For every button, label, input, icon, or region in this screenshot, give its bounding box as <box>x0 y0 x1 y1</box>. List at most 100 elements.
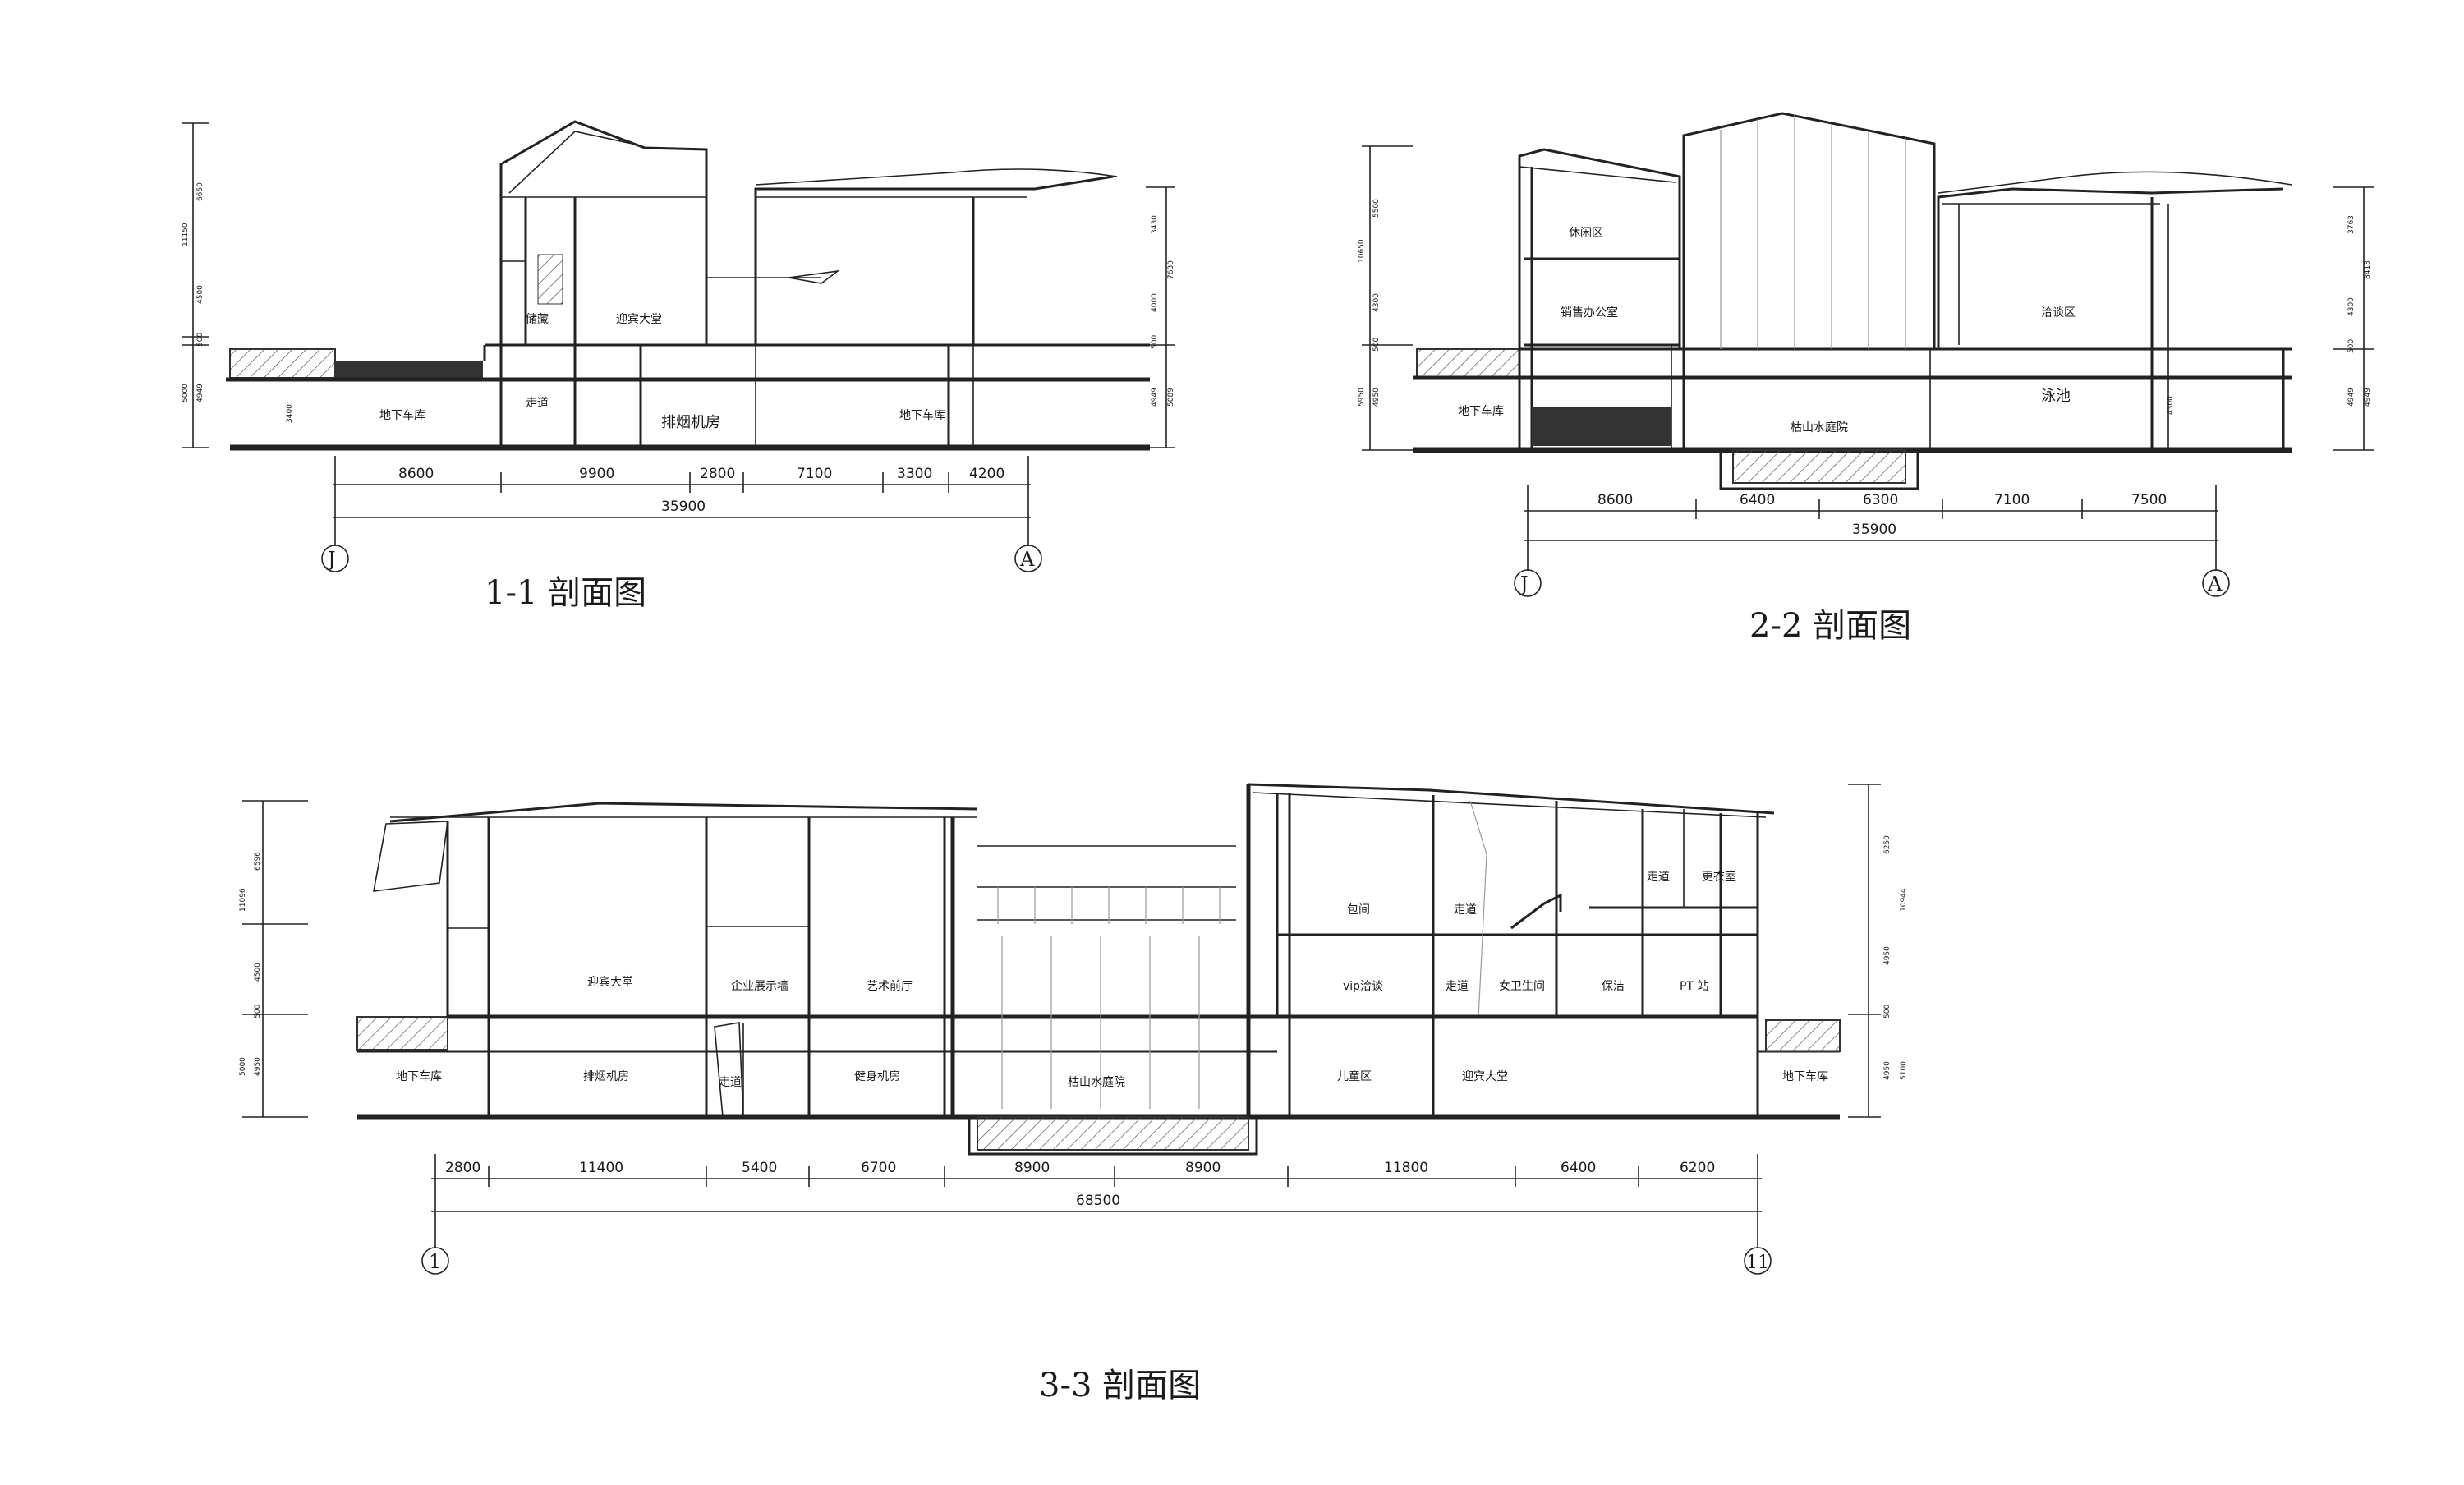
level-text: 5000 <box>182 384 190 402</box>
level-text: 500 <box>254 1005 262 1018</box>
dim-text: 9900 <box>579 466 614 482</box>
section-title: 2-2 剖面图 <box>1749 607 1911 645</box>
section-1-1: 11150 6650 4500 500 5000 4949 3400 <box>182 120 1175 612</box>
level-marks-right-1: 3430 7630 4000 500 4949 5089 <box>1146 186 1175 448</box>
section-3-3: 11096 6596 4500 500 5000 4950 <box>239 783 1908 1405</box>
dim-text: 2800 <box>445 1160 480 1176</box>
room-label: 走道 <box>719 1076 742 1089</box>
level-text: 500 <box>2347 339 2356 353</box>
dim-text: 6700 <box>861 1160 896 1176</box>
dimension-chain-1: 8600 9900 2800 7100 3300 4200 35900 <box>333 456 1031 546</box>
level-text: 4300 <box>2347 297 2356 316</box>
dimension-chain-2: 8600 6400 6300 7100 7500 35900 <box>1524 485 2218 571</box>
level-text: 5089 <box>1167 388 1175 407</box>
level-text: 4950 <box>254 1057 262 1076</box>
dim-text: 6400 <box>1561 1160 1596 1176</box>
level-text: 6650 <box>196 182 205 201</box>
room-label: 儿童区 <box>1337 1069 1372 1083</box>
level-text: 4949 <box>2347 388 2356 407</box>
room-label: 保洁 <box>1602 980 1625 993</box>
dim-text: 11800 <box>1384 1160 1428 1176</box>
level-text: 4950 <box>1883 1061 1892 1080</box>
room-label: 走道 <box>1647 871 1670 884</box>
dim-text: 7100 <box>1994 492 2030 508</box>
room-label: 健身机房 <box>854 1070 900 1083</box>
level-text: 5950 <box>1358 388 1366 407</box>
room-label: 地下车库 <box>379 408 425 422</box>
dimension-chain-3: 2800 11400 5400 6700 8900 8900 11800 640… <box>431 1154 1762 1248</box>
room-label: PT 站 <box>1680 980 1708 993</box>
grid-axis-marker <box>2202 569 2230 597</box>
dim-text: 7500 <box>2131 492 2167 508</box>
level-text: 8413 <box>2364 260 2372 279</box>
level-text: 4300 <box>2167 396 2175 415</box>
level-text: 500 <box>1151 335 1159 349</box>
room-label: 销售办公室 <box>1561 306 1618 320</box>
grid-axis-marker <box>421 1247 449 1275</box>
room-label: 走道 <box>1446 980 1469 993</box>
dim-text: 6300 <box>1863 492 1898 508</box>
level-text: 3400 <box>286 404 294 423</box>
room-label: 排烟机房 <box>661 414 720 431</box>
level-text: 5100 <box>1900 1061 1908 1080</box>
level-text: 11150 <box>182 223 190 246</box>
dim-text: 6400 <box>1740 492 1775 508</box>
room-label: 枯山水庭院 <box>1068 1075 1125 1089</box>
level-text: 5000 <box>239 1057 247 1076</box>
level-text: 4949 <box>196 384 205 402</box>
level-text: 10650 <box>1358 239 1366 263</box>
level-text: 6596 <box>254 852 262 871</box>
dim-total: 35900 <box>1852 522 1896 538</box>
level-text: 6250 <box>1883 835 1892 854</box>
level-text: 4500 <box>196 285 205 304</box>
level-text: 4300 <box>1372 293 1381 312</box>
room-label: 泳池 <box>2041 388 2071 405</box>
dim-text: 6200 <box>1680 1160 1715 1176</box>
dim-text: 8600 <box>1597 492 1633 508</box>
room-label: 女卫生间 <box>1499 979 1545 993</box>
level-text: 4500 <box>254 963 262 982</box>
level-text: 3430 <box>1151 215 1159 234</box>
room-label: 排烟机房 <box>583 1070 629 1083</box>
dim-text: 7100 <box>797 466 832 482</box>
level-text: 7630 <box>1167 260 1175 279</box>
section-2-2: 10650 5500 4300 500 5950 4950 <box>1358 112 2374 645</box>
room-label: 迎宾大堂 <box>616 313 662 326</box>
level-text: 500 <box>196 333 205 347</box>
section-title: 3-3 剖面图 <box>1039 1367 1201 1405</box>
room-label: 储藏 <box>526 313 549 326</box>
level-text: 4949 <box>1151 388 1159 407</box>
room-label: 地下车库 <box>899 408 945 422</box>
level-text: 10944 <box>1900 888 1908 912</box>
room-label: 地下车库 <box>1782 1069 1828 1083</box>
room-label: 迎宾大堂 <box>587 976 633 989</box>
room-label: 休闲区 <box>1569 227 1603 240</box>
level-text: 11096 <box>239 888 247 912</box>
level-text: 4000 <box>1151 293 1159 312</box>
axis-label: 11 <box>1746 1253 1769 1273</box>
grid-axis-marker <box>1514 569 1542 597</box>
level-text: 4950 <box>1883 946 1892 965</box>
level-marks-left-3: 11096 6596 4500 500 5000 4950 <box>239 800 308 1118</box>
room-label: 洽谈区 <box>2041 306 2076 320</box>
level-marks-right-3: 6250 10944 4950 500 4950 5100 <box>1848 784 1908 1118</box>
dim-text: 4200 <box>969 466 1004 482</box>
room-label: 艺术前厅 <box>867 979 913 993</box>
room-label: 枯山水庭院 <box>1791 421 1848 434</box>
axis-label: 1 <box>429 1250 441 1273</box>
level-marks-right-2: 3763 8413 4300 500 4949 4949 4300 <box>2167 186 2374 451</box>
grid-axis-marker <box>321 545 349 572</box>
level-text: 4950 <box>1372 388 1381 407</box>
room-label: 企业展示墙 <box>731 979 788 993</box>
level-text: 4949 <box>2364 388 2372 407</box>
room-label: 迎宾大堂 <box>1462 1070 1508 1083</box>
grid-axis-marker <box>1014 545 1042 572</box>
room-label: 走道 <box>1454 903 1477 917</box>
room-label: 地下车库 <box>396 1069 442 1083</box>
level-text: 5500 <box>1372 199 1381 218</box>
dim-text: 11400 <box>579 1160 623 1176</box>
dim-total: 68500 <box>1076 1193 1120 1209</box>
dim-text: 5400 <box>742 1160 777 1176</box>
room-label: vip洽谈 <box>1343 980 1383 993</box>
level-text: 3763 <box>2347 215 2356 234</box>
